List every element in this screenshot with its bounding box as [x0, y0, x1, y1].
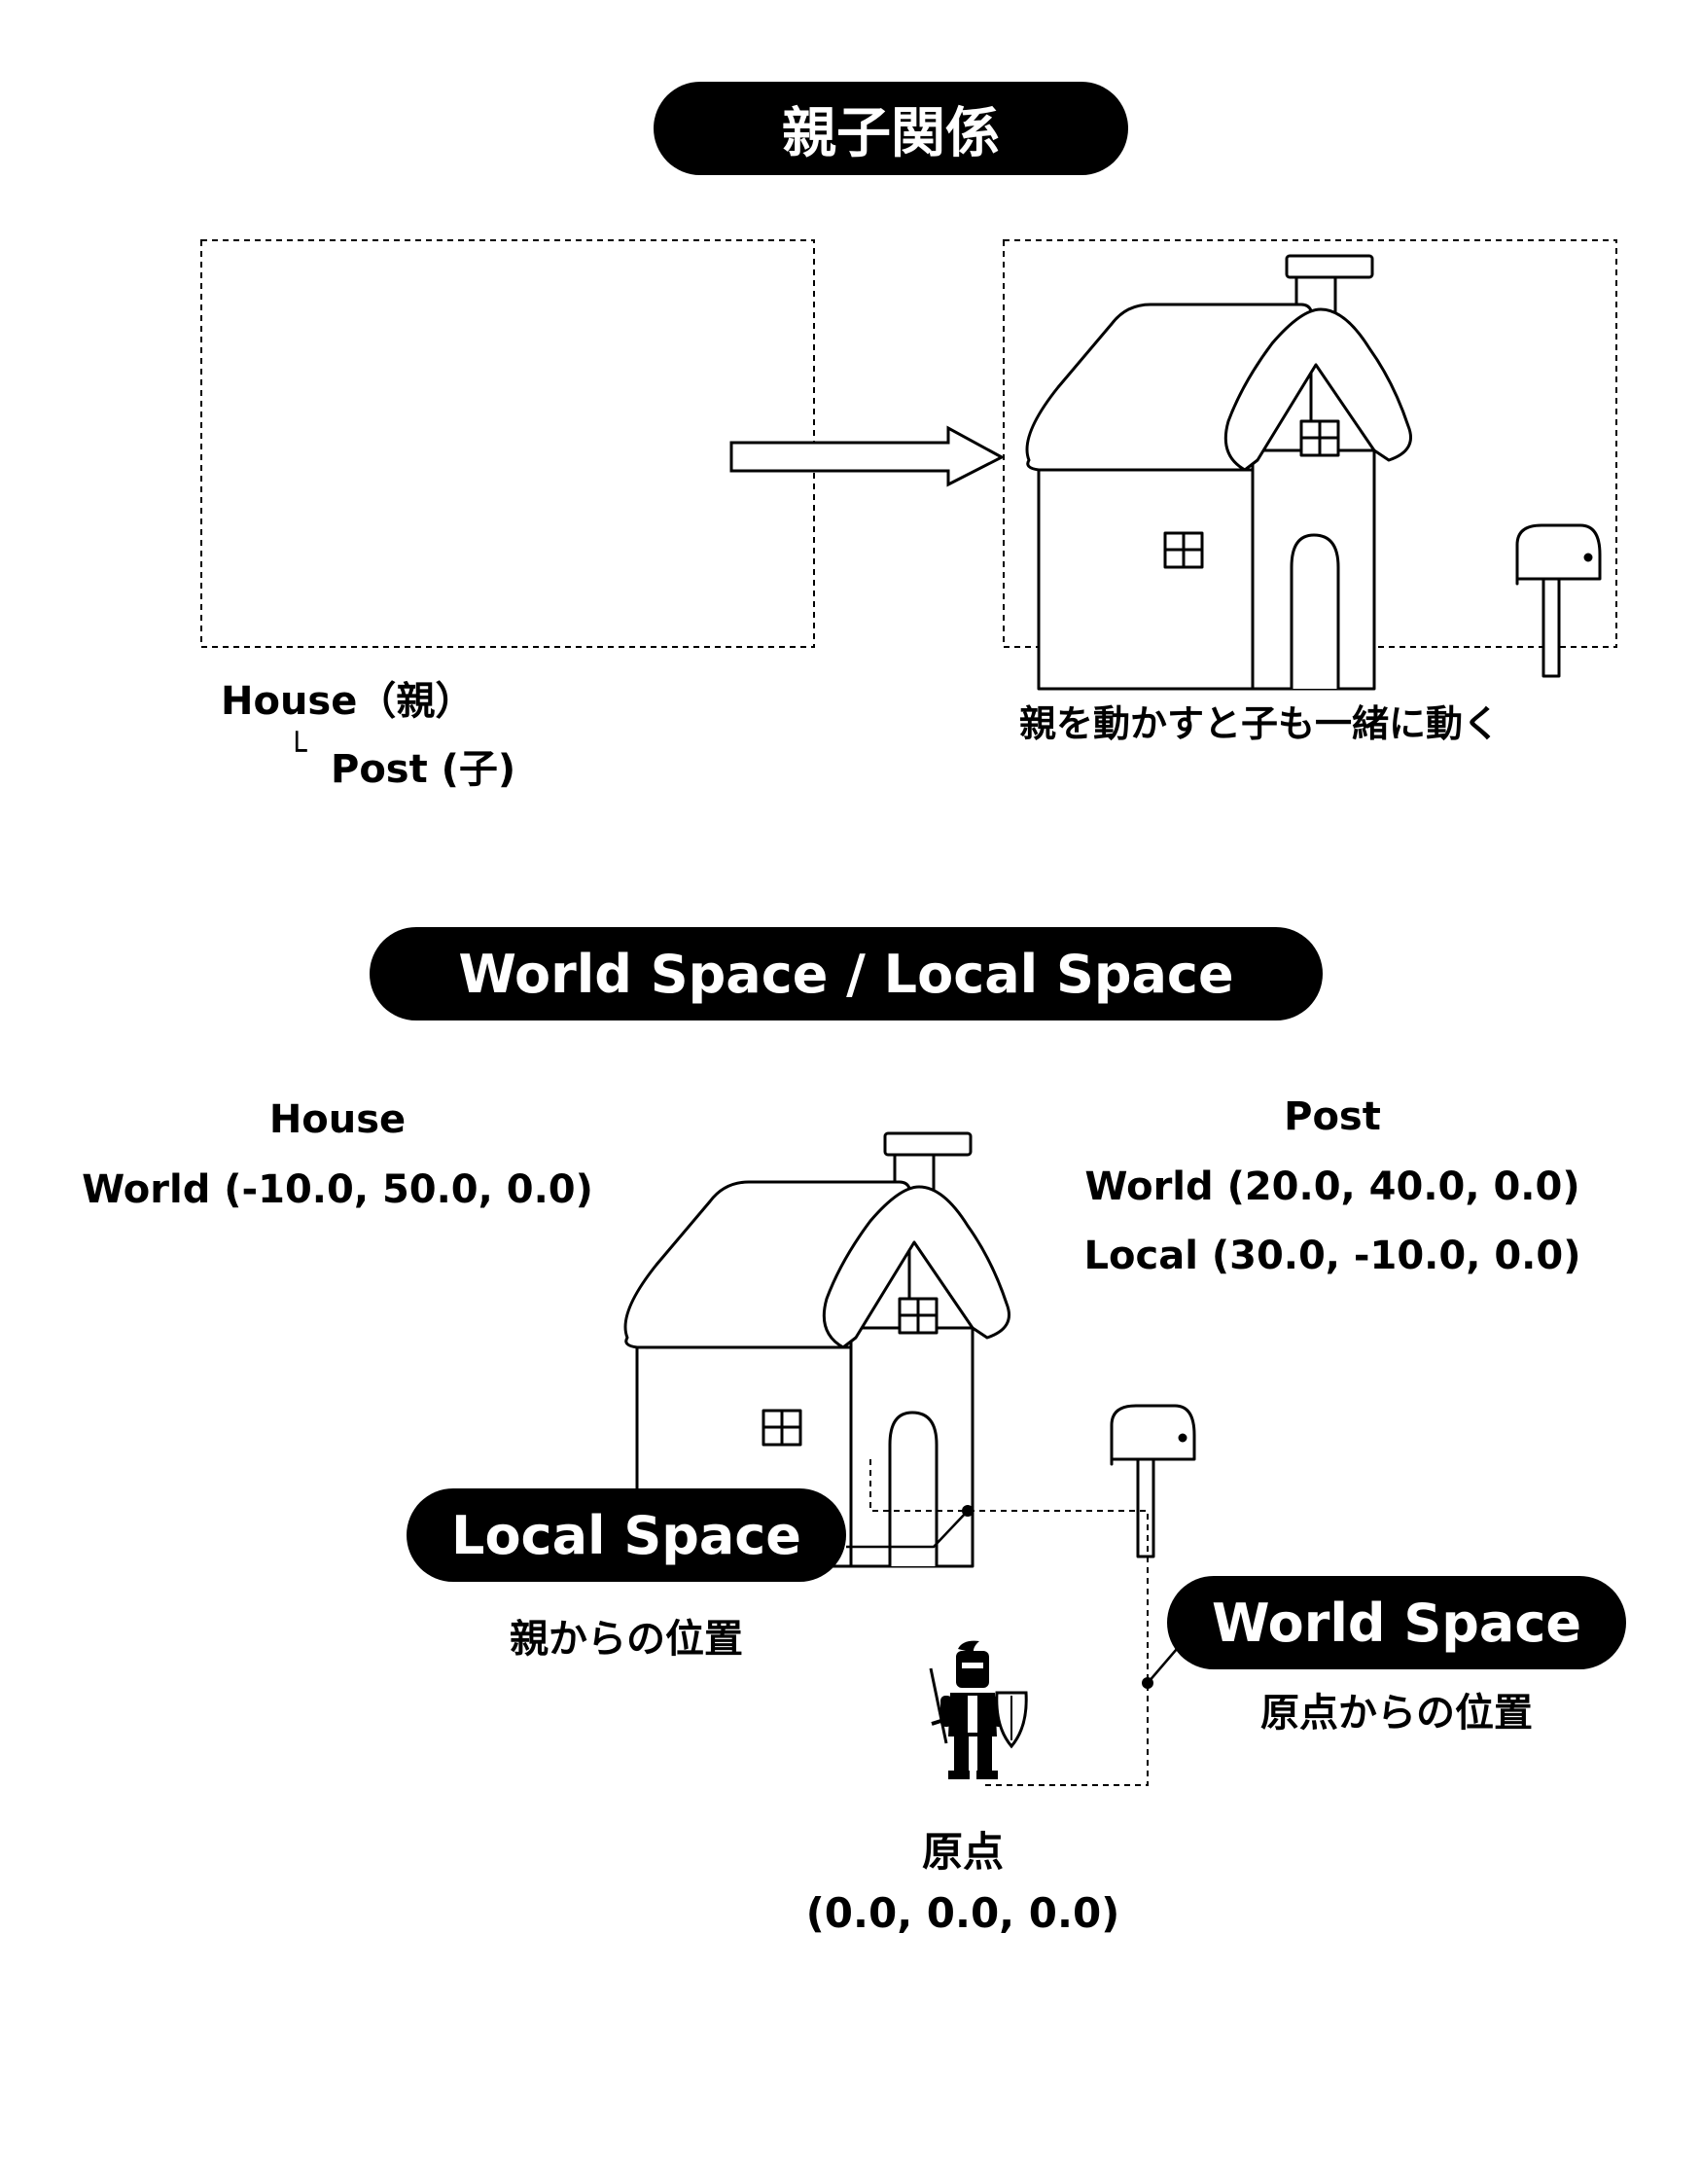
knight-icon: [929, 1640, 1028, 1779]
local-space-badge-text: Local Space: [451, 1504, 801, 1566]
post-local-coords: Local (30.0, -10.0, 0.0): [1083, 1234, 1581, 1278]
parent-child-caption: 親を動かすと子も一緒に動く: [1019, 702, 1501, 745]
section-title-parent-child: 親子関係: [654, 82, 1128, 175]
frame-before: [200, 239, 815, 648]
frame-after: [1003, 239, 1617, 648]
house-label: House: [268, 1097, 407, 1142]
origin-coords: (0.0, 0.0, 0.0): [805, 1889, 1120, 1937]
local-space-caption: 親からの位置: [510, 1617, 743, 1662]
origin-label: 原点: [921, 1828, 1004, 1876]
house-world-coords: World (-10.0, 50.0, 0.0): [82, 1167, 593, 1212]
world-space-badge: World Space: [1167, 1576, 1626, 1669]
hierarchy-parent-label: House（親）: [221, 679, 475, 724]
world-space-pointer: [1147, 1648, 1178, 1684]
post-world-coords: World (20.0, 40.0, 0.0): [1084, 1164, 1580, 1209]
world-space-dot: [1142, 1677, 1153, 1689]
mailbox-icon: [1110, 1404, 1196, 1558]
arrow-right-icon: [729, 425, 1006, 487]
post-label: Post: [1284, 1094, 1381, 1139]
hierarchy-child-label: Post (子): [331, 747, 516, 792]
local-space-badge: Local Space: [407, 1488, 846, 1582]
world-space-badge-text: World Space: [1212, 1592, 1581, 1654]
section-title-text: 親子関係: [782, 101, 1000, 165]
world-space-caption: 原点からの位置: [1260, 1691, 1533, 1736]
local-space-dot: [962, 1505, 974, 1517]
section-title-text: World Space / Local Space: [458, 943, 1234, 1005]
hierarchy-branch-glyph: └: [287, 732, 307, 770]
house-icon: [1025, 254, 1412, 691]
mailbox-icon: [1515, 523, 1602, 678]
section-title-world-local: World Space / Local Space: [370, 927, 1323, 1020]
local-space-connector: [869, 1459, 1149, 1786]
local-space-pointer: [846, 1510, 969, 1549]
